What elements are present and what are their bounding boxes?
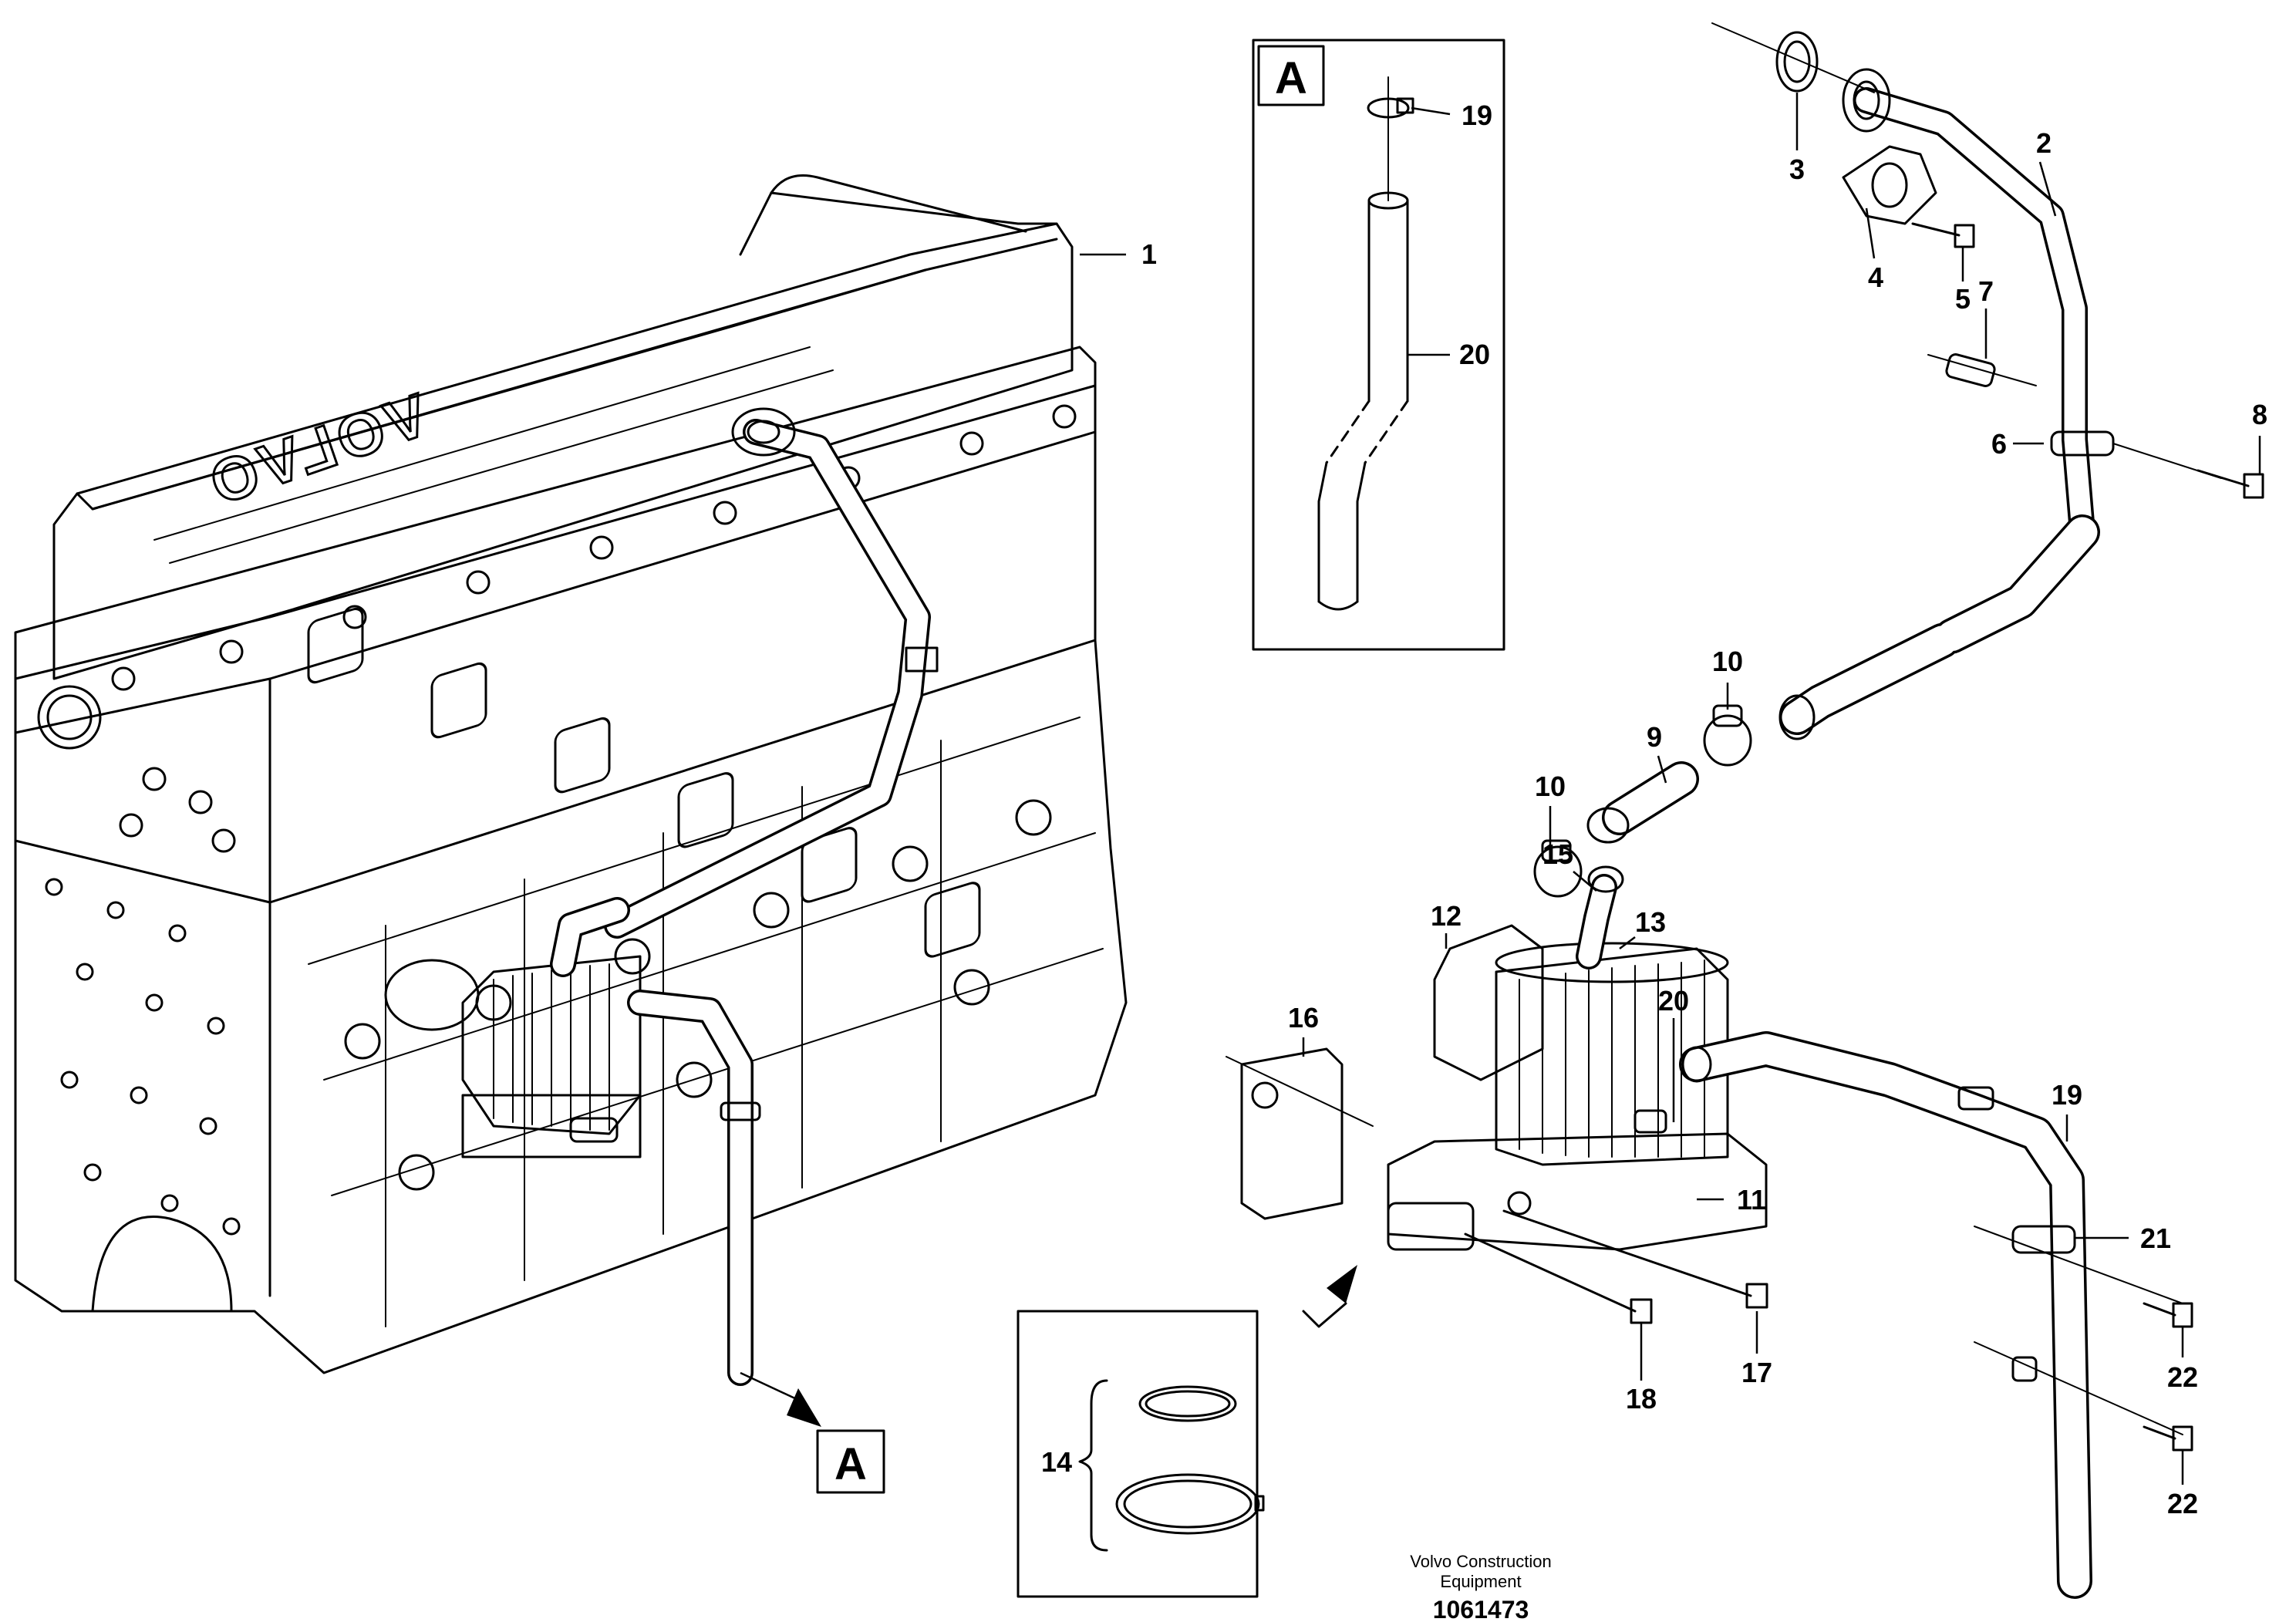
hose-9 (1586, 761, 1699, 844)
detail-seals-14 (1017, 1265, 1357, 1598)
clamp-10-lower (1533, 839, 1583, 898)
callout-20-detail: 20 (1459, 339, 1490, 370)
callout-4: 4 (1868, 261, 1883, 293)
pipe-2 (1778, 68, 2100, 740)
bolt-8 (2197, 469, 2264, 499)
callout-6: 6 (1991, 428, 2007, 460)
bolt-17 (1502, 1209, 1768, 1309)
svg-text:VOLVO: VOLVO (197, 380, 437, 519)
detail-a-label-ref: A (834, 1439, 867, 1489)
bolt-18 (1464, 1233, 1653, 1324)
callout-11: 11 (1737, 1184, 1766, 1216)
callout-15: 15 (1542, 838, 1573, 870)
callout-5: 5 (1955, 283, 1971, 315)
callout-16: 16 (1288, 1002, 1319, 1034)
footer-credit: Volvo Construction Equipment 1061473 (1410, 1552, 1551, 1622)
detail-a-view: A (1252, 39, 1505, 651)
credit-line-2: Equipment (1440, 1572, 1521, 1591)
block-bosses (344, 799, 1052, 1191)
callout-22-lower: 22 (2167, 1488, 2198, 1519)
oil-separator-assembly (1387, 865, 1768, 1251)
engine-breather-pipe (604, 407, 939, 939)
gasket-4 (1842, 145, 1937, 225)
bolt-22-lower (2143, 1425, 2193, 1452)
callout-12: 12 (1431, 900, 1462, 932)
callout-2: 2 (2036, 127, 2052, 159)
engine-block: VOLVO (14, 174, 1128, 1374)
seal-3 (1711, 22, 1875, 93)
callout-8: 8 (2252, 399, 2267, 430)
engine-mounted-oil-separator (384, 897, 761, 1386)
callout-21: 21 (2140, 1222, 2171, 1254)
clamp-10-upper (1703, 704, 1752, 767)
detail-a-label: A (1275, 53, 1307, 103)
callout-labels: 1 2 3 4 5 6 7 8 9 10 10 11 12 13 14 15 1… (1041, 99, 2267, 1519)
callout-19-detail: 19 (1462, 99, 1492, 131)
detail-a-reference: A (740, 1371, 885, 1494)
bolt-5 (1911, 222, 1975, 248)
callout-10-upper: 10 (1712, 646, 1743, 677)
leader-lines (1080, 93, 2261, 1485)
volvo-logo-engraving: VOLVO (196, 379, 437, 520)
callout-20-right: 20 (1658, 985, 1689, 1017)
callout-14: 14 (1041, 1446, 1072, 1478)
callout-17: 17 (1741, 1357, 1772, 1388)
callout-18: 18 (1626, 1383, 1657, 1415)
callout-1: 1 (1141, 238, 1157, 270)
drain-hose-assembly (1633, 1031, 2092, 1599)
callout-3: 3 (1789, 153, 1805, 185)
cover-bolts (111, 404, 1077, 691)
gasket-16 (1226, 1047, 1374, 1220)
callout-10-lower: 10 (1535, 771, 1566, 802)
callout-19-right: 19 (2052, 1079, 2082, 1111)
front-plate-holes (45, 878, 241, 1236)
callout-7: 7 (1978, 275, 1994, 307)
bolt-22-upper (2143, 1302, 2193, 1328)
callout-9: 9 (1647, 721, 1662, 753)
credit-line-1: Volvo Construction (1410, 1552, 1551, 1571)
callout-13: 13 (1635, 906, 1666, 938)
spacer-7 (1927, 353, 2037, 387)
document-number: 1061473 (1433, 1596, 1529, 1622)
clamp-21 (1974, 1225, 2183, 1435)
callout-22-upper: 22 (2167, 1361, 2198, 1393)
